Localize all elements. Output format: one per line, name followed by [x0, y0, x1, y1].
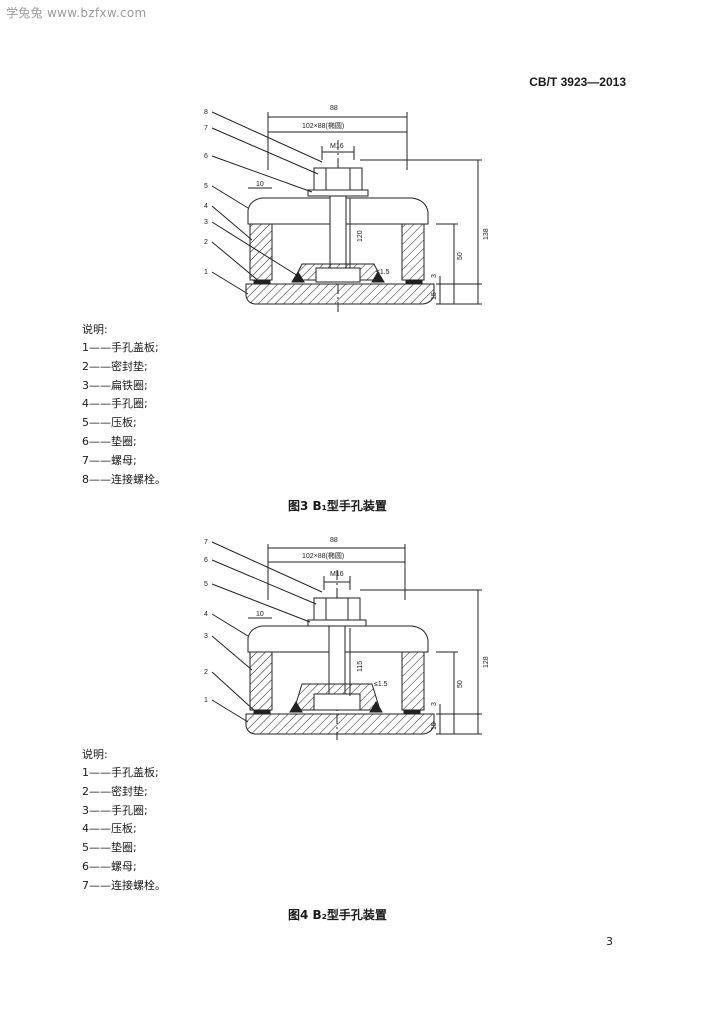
fig3-dim-3: 3 — [431, 274, 438, 278]
fig4-part-5: 5 — [204, 581, 208, 588]
fig3-dim-offset: 10 — [256, 181, 264, 188]
fig4-legend: 1——手孔盖板; 2——密封垫; 3——手孔圈; 4——压板; 5——垫圈; 6… — [82, 764, 166, 896]
fig3-dim-opening: 102×88(椭圆) — [302, 121, 344, 130]
legend-item: 2——密封垫; — [82, 359, 148, 373]
legend-item: 4——压板; — [82, 822, 137, 836]
fig4-legend-title: 说明: — [82, 748, 108, 761]
fig3-part-8: 8 — [204, 109, 208, 116]
fig4-dim-opening: 102×88(椭圆) — [302, 551, 344, 560]
figure3-caption: 图3 B₁型手孔装置 — [288, 499, 387, 513]
fig4-dim-offset: 10 — [256, 611, 264, 618]
legend-item: 1——手孔盖板; — [82, 341, 159, 354]
legend-item: 3——手孔圈; — [82, 803, 148, 817]
fig3-part-5: 5 — [204, 183, 208, 190]
fig3-dim-120: 120 — [357, 230, 364, 242]
legend-item: 5——压板; — [82, 416, 137, 430]
fig4-part-7: 7 — [204, 539, 208, 546]
fig4-part-1: 1 — [204, 697, 208, 704]
fig3-dim-15: 15 — [431, 292, 438, 300]
fig4-dim-115: 115 — [357, 661, 364, 672]
figure4-caption: 图4 B₂型手孔装置 — [288, 908, 387, 922]
fig3-dim-weld: ≤1.5 — [376, 269, 390, 276]
fig4-part-4: 4 — [204, 611, 208, 618]
fig4-part-2: 2 — [204, 669, 208, 676]
legend-item: 6——螺母; — [82, 859, 137, 873]
legend-item: 4——手孔圈; — [82, 397, 148, 411]
legend-item: 1——手孔盖板; — [82, 766, 159, 779]
fig4-dim-88: 88 — [330, 537, 338, 544]
fig3-part-6: 6 — [204, 153, 208, 160]
fig4-dim-15: 15 — [431, 722, 438, 730]
fig4-dim-3: 3 — [431, 702, 438, 706]
figure3-drawing: 88 102×88(椭圆) M16 10 ≤1.5 138 120 50 3 1… — [204, 105, 490, 312]
fig3-dim-88: 88 — [330, 105, 338, 112]
legend-item: 7——螺母; — [82, 453, 137, 467]
legend-item: 8——连接螺栓。 — [82, 472, 166, 486]
fig3-legend: 1——手孔盖板; 2——密封垫; 3——扁铁圈; 4——手孔圈; 5——压板; … — [82, 339, 166, 489]
fig3-dim-138: 138 — [483, 228, 490, 240]
page-number: 3 — [606, 935, 613, 948]
figure4-drawing: 88 102×88(椭圆) M16 10 ≤1.5 128 115 50 3 1… — [204, 537, 490, 740]
fig4-part-6: 6 — [204, 557, 208, 564]
standard-number: CB/T 3923—2013 — [529, 75, 626, 89]
fig4-dim-weld: ≤1.5 — [374, 681, 388, 688]
watermark: 学兔兔 www.bzfxw.com — [6, 6, 147, 20]
fig3-part-7: 7 — [204, 125, 208, 132]
fig3-dim-50: 50 — [457, 252, 464, 260]
fig4-part-3: 3 — [204, 633, 208, 640]
fig3-dim-bolt: M16 — [330, 143, 344, 150]
legend-item: 7——连接螺栓。 — [82, 878, 166, 892]
fig3-legend-title: 说明: — [82, 323, 108, 336]
legend-item: 3——扁铁圈; — [82, 378, 148, 392]
legend-item: 2——密封垫; — [82, 784, 148, 798]
fig4-dim-128: 128 — [483, 656, 490, 668]
fig3-part-4: 4 — [204, 203, 208, 210]
fig4-dim-bolt: M16 — [330, 571, 344, 578]
fig4-dim-50: 50 — [457, 680, 464, 688]
fig3-part-2: 2 — [204, 239, 208, 246]
legend-item: 6——垫圈; — [82, 434, 137, 448]
fig3-part-1: 1 — [204, 269, 208, 276]
fig3-part-3: 3 — [204, 219, 208, 226]
legend-item: 5——垫圈; — [82, 841, 137, 855]
